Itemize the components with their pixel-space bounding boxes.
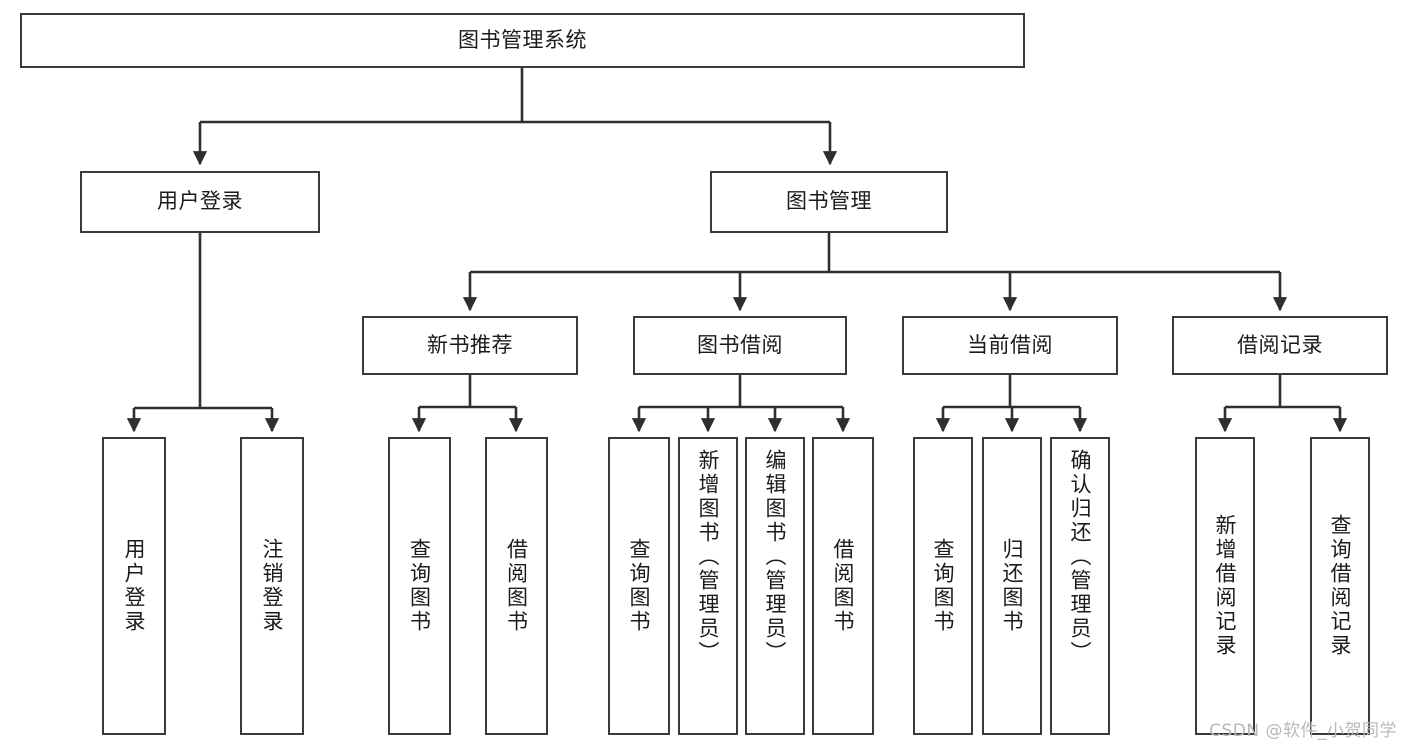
node-current-borrowing[interactable]: 当前借阅 [902,316,1118,375]
node-book-management[interactable]: 图书管理 [710,171,948,233]
leaf-query-book-newbook-label: 查询图书 [407,538,432,634]
leaf-add-borrow-record[interactable]: 新增借阅记录 [1195,437,1255,735]
node-book-management-label: 图书管理 [786,189,872,214]
leaf-edit-book-admin-label: 编辑图书（管理员） [763,449,788,665]
leaf-edit-book-admin[interactable]: 编辑图书（管理员） [745,437,805,735]
leaf-query-book-borrowing[interactable]: 查询图书 [608,437,670,735]
node-new-book-recommendation[interactable]: 新书推荐 [362,316,578,375]
node-book-borrowing-label: 图书借阅 [697,332,783,357]
edges-level1-userlogin-to-leaves [126,233,280,433]
leaf-return-book[interactable]: 归还图书 [982,437,1042,735]
leaf-add-book-admin-label: 新增图书（管理员） [696,449,721,665]
node-user-login-label: 用户登录 [157,189,243,214]
node-book-borrowing[interactable]: 图书借阅 [633,316,847,375]
leaf-query-book-newbook[interactable]: 查询图书 [388,437,451,735]
leaf-logout-label: 注销登录 [260,538,285,634]
leaf-confirm-return-admin[interactable]: 确认归还（管理员） [1050,437,1110,735]
leaf-query-borrow-record-label: 查询借阅记录 [1328,514,1353,658]
node-root[interactable]: 图书管理系统 [20,13,1025,68]
node-user-login[interactable]: 用户登录 [80,171,320,233]
leaf-query-book-current[interactable]: 查询图书 [913,437,973,735]
leaf-user-login-label: 用户登录 [122,538,147,634]
edges-root-to-level1 [192,68,838,166]
leaf-borrow-book-borrowing-label: 借阅图书 [831,538,856,634]
edges-newbook-to-leaves [411,375,524,433]
leaf-borrow-book-newbook-label: 借阅图书 [504,538,529,634]
leaf-borrow-book-newbook[interactable]: 借阅图书 [485,437,548,735]
leaf-query-book-borrowing-label: 查询图书 [627,538,652,634]
edges-records-to-leaves [1217,375,1348,433]
leaf-add-book-admin[interactable]: 新增图书（管理员） [678,437,738,735]
leaf-confirm-return-admin-label: 确认归还（管理员） [1068,449,1093,665]
node-borrowing-records-label: 借阅记录 [1237,332,1323,357]
node-borrowing-records[interactable]: 借阅记录 [1172,316,1388,375]
leaf-query-borrow-record[interactable]: 查询借阅记录 [1310,437,1370,735]
node-current-borrowing-label: 当前借阅 [967,332,1053,357]
node-root-label: 图书管理系统 [458,27,587,52]
edges-borrow-to-leaves [631,375,851,433]
edges-level1-bookmgmt-to-level2 [462,233,1288,312]
leaf-logout[interactable]: 注销登录 [240,437,304,735]
leaf-add-borrow-record-label: 新增借阅记录 [1213,514,1238,658]
edges-current-to-leaves [935,375,1088,433]
leaf-query-book-current-label: 查询图书 [931,538,956,634]
node-new-book-recommendation-label: 新书推荐 [427,332,513,357]
leaf-return-book-label: 归还图书 [1000,538,1025,634]
leaf-user-login[interactable]: 用户登录 [102,437,166,735]
leaf-borrow-book-borrowing[interactable]: 借阅图书 [812,437,874,735]
